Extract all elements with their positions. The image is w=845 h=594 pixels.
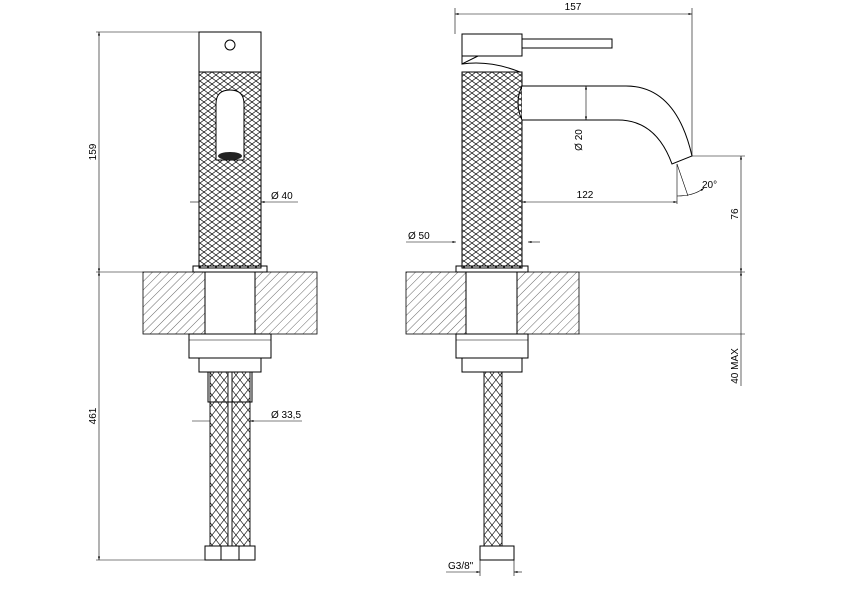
dim-connection-thread: G3/8" (448, 561, 474, 572)
dim-spout-projection: 122 (577, 190, 594, 201)
side-deck-right (516, 271, 580, 335)
front-spout-outlet (218, 152, 242, 160)
front-hose-nut-mid (220, 545, 240, 561)
front-fixing-nut (188, 333, 272, 359)
front-cap-hole (224, 39, 236, 51)
front-hose-nut-right (238, 545, 256, 561)
side-knurled-body (461, 71, 523, 269)
front-shank (204, 271, 256, 335)
front-spout-opening (215, 89, 245, 161)
front-hose-right (231, 371, 251, 547)
front-top-cap (198, 31, 262, 73)
dim-hose-diameter: Ø 33,5 (271, 410, 301, 421)
dim-spout-angle: 20° (702, 180, 717, 191)
side-spout (522, 85, 693, 165)
side-view: 157 Ø 20 122 20° Ø 50 76 40 MAX G3/8" (405, 2, 745, 576)
front-deck-left (142, 271, 206, 335)
side-shank (465, 271, 518, 335)
dim-base-diameter: Ø 50 (408, 231, 430, 242)
front-hose-left (209, 371, 229, 547)
side-nut-lower (461, 357, 523, 373)
dim-total-length: 157 (565, 2, 582, 13)
dim-height-above: 159 (88, 143, 99, 160)
side-hose-nut (479, 545, 515, 561)
dim-body-diameter: Ø 40 (271, 191, 293, 202)
front-view: 159 461 Ø 40 Ø 33,5 (88, 31, 318, 561)
side-lever-handle (522, 38, 613, 49)
side-deck-left (405, 271, 467, 335)
dim-deck-thickness: 40 MAX (730, 348, 741, 384)
dim-spout-height: 76 (730, 208, 741, 220)
dim-spout-diameter: Ø 20 (574, 129, 585, 151)
front-hose-nut-left (204, 545, 222, 561)
front-nut-lower (198, 357, 262, 373)
dim-height-below: 461 (88, 407, 99, 424)
side-hose (483, 371, 503, 547)
side-fixing-nut (455, 333, 529, 359)
front-deck-right (254, 271, 318, 335)
side-lever-cap (461, 33, 523, 57)
